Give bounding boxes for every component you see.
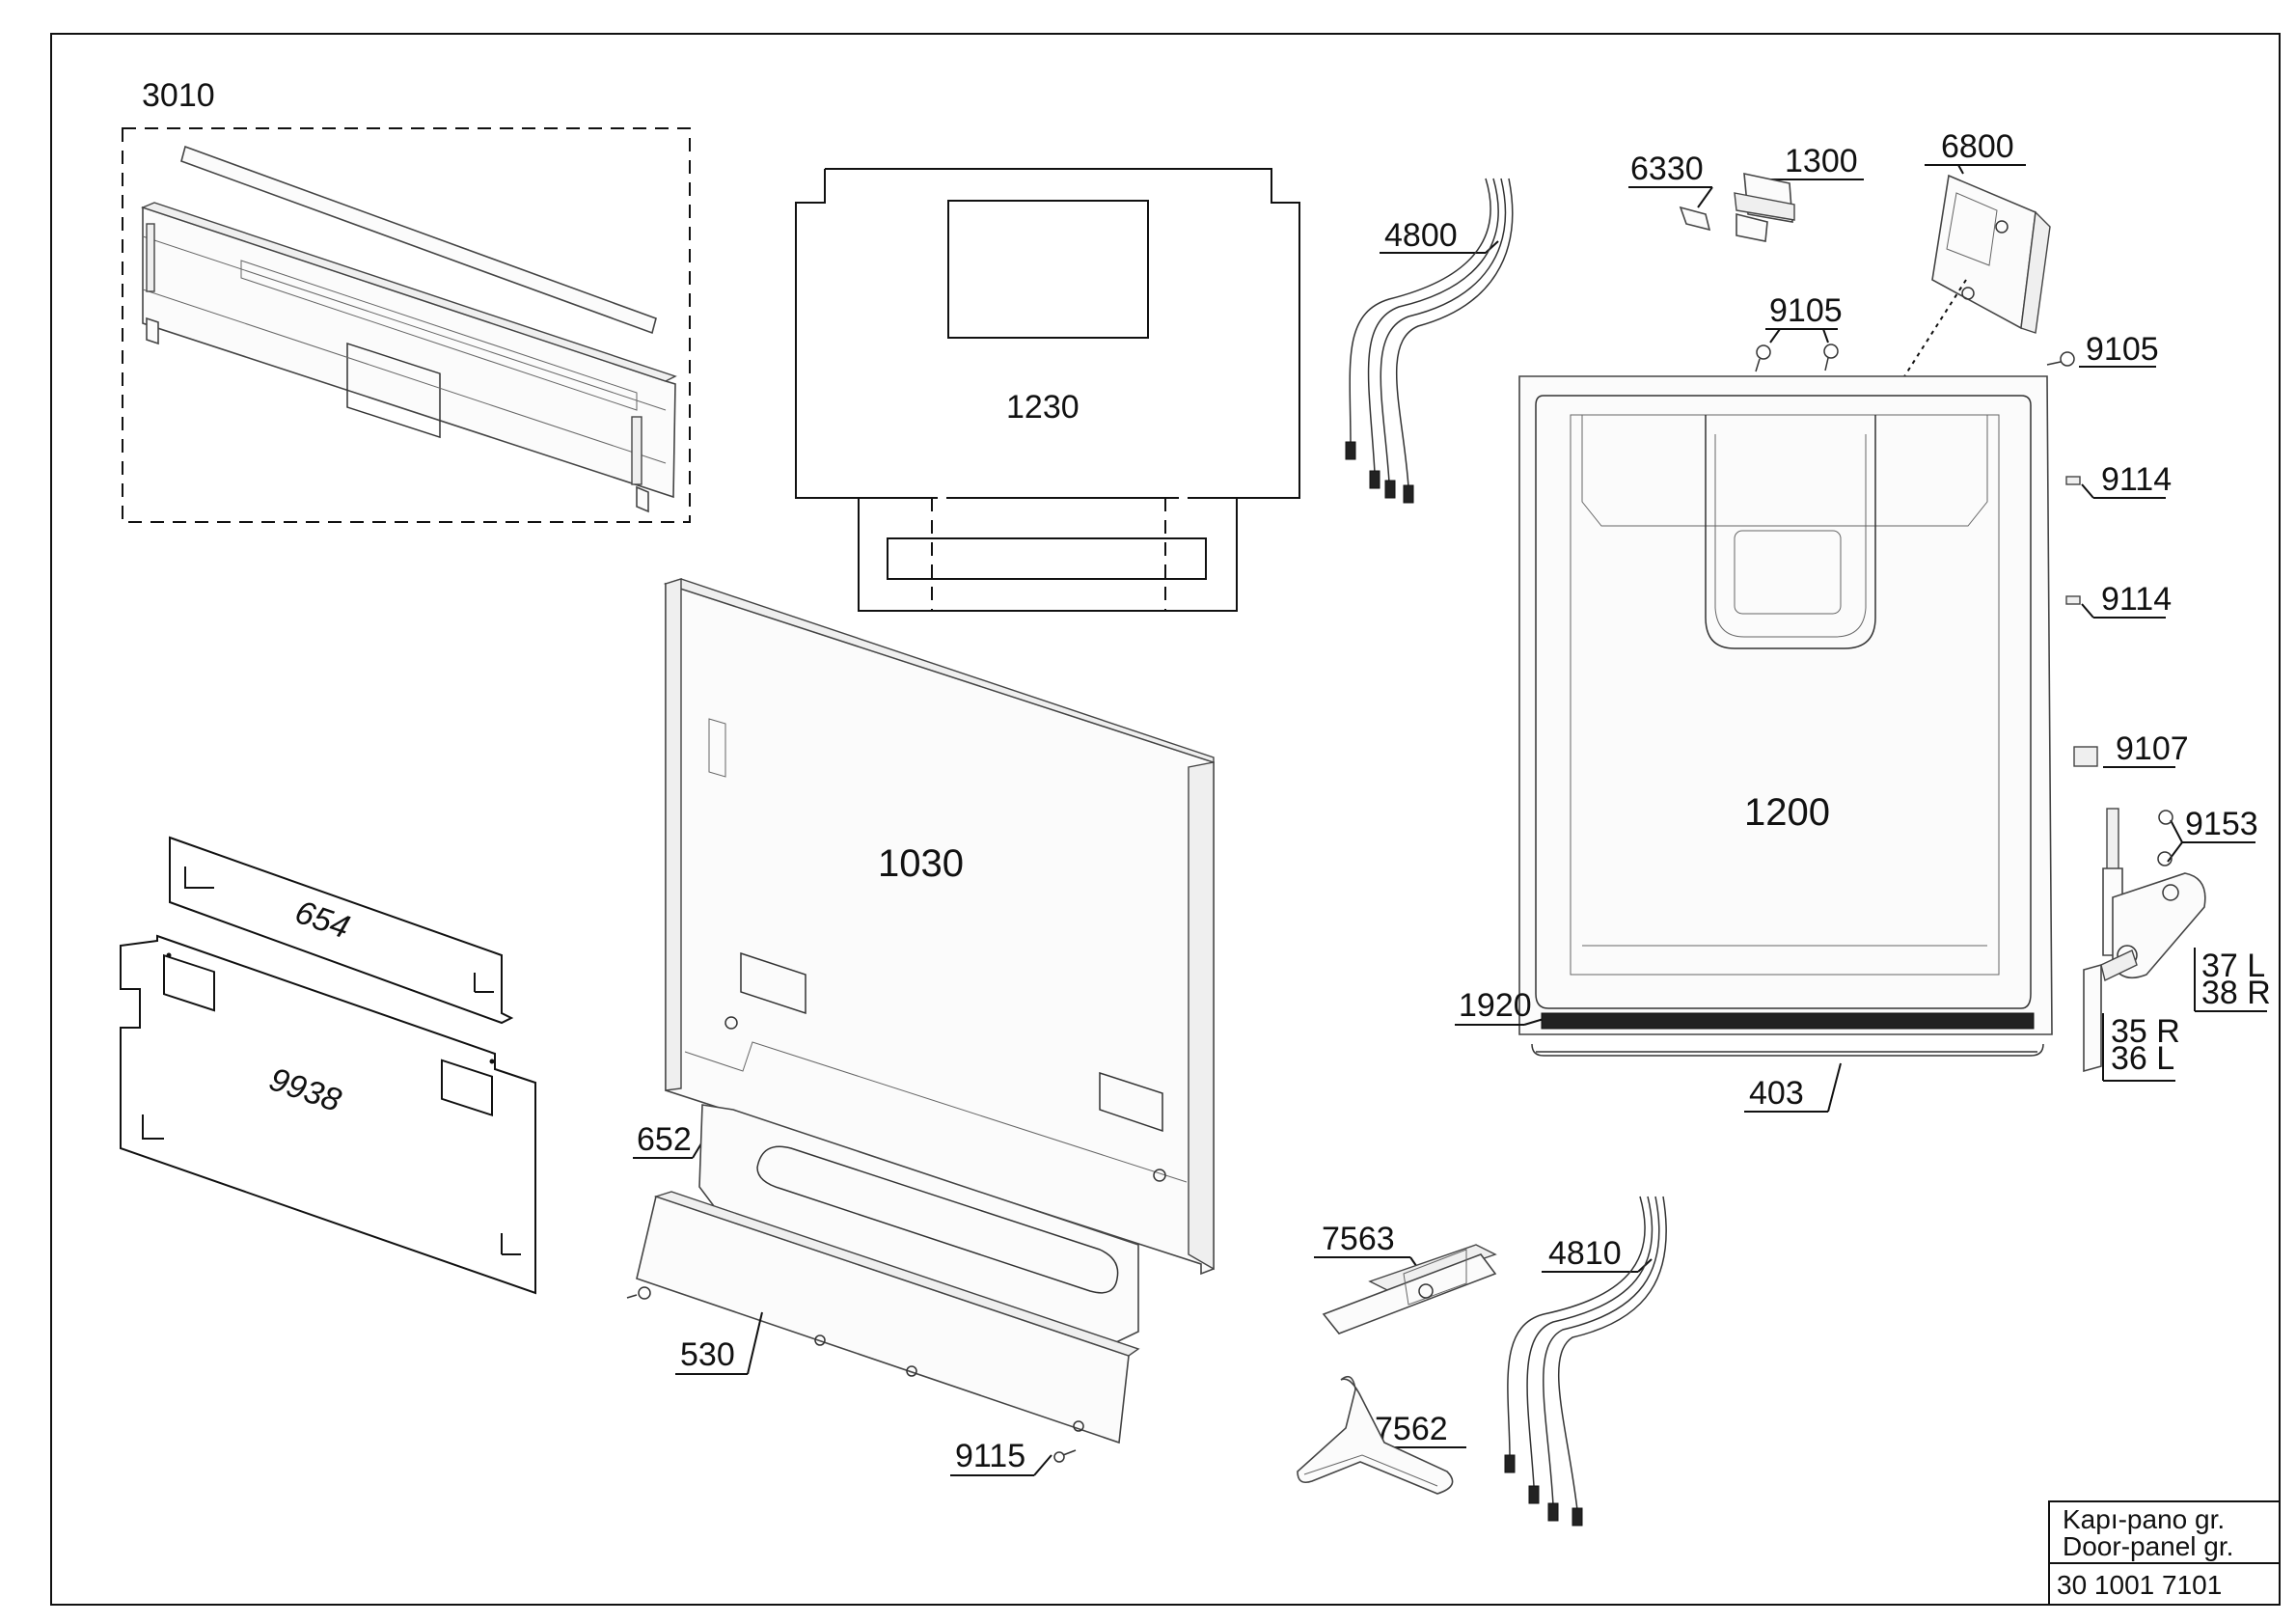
title-block-part-code: 30 1001 7101 — [2057, 1570, 2222, 1600]
label-3010: 3010 — [142, 77, 215, 114]
group-3010-boundary — [122, 127, 691, 523]
label-1300: 1300 — [1785, 143, 1858, 179]
part-1030-door-panel: 1030 — [663, 578, 1215, 1276]
part-9105-screws: 9105 9105 — [1755, 292, 2159, 372]
part-9107-pad: 9107 — [2073, 730, 2189, 768]
label-37L: 37 L — [2201, 948, 2265, 984]
part-6330-1300-latch: 6330 1300 — [1628, 143, 1864, 242]
label-7563: 7563 — [1322, 1221, 1395, 1257]
part-1230-panel-outline: 1230 — [795, 168, 1300, 612]
label-403: 403 — [1749, 1075, 1804, 1112]
label-1230: 1230 — [1006, 389, 1080, 426]
label-9115: 9115 — [955, 1438, 1025, 1474]
part-1200-inner-door: 1200 — [1518, 375, 2053, 1035]
part-1920-seal-and-403-rod: 1920 403 — [1455, 987, 2044, 1113]
part-7563-bracket: 7563 — [1314, 1221, 1497, 1334]
part-9115-screw: 9115 — [950, 1438, 1077, 1476]
label-6800: 6800 — [1941, 128, 2014, 165]
label-9114-lower: 9114 — [2101, 581, 2172, 618]
label-1920: 1920 — [1459, 987, 1532, 1024]
label-38R: 38 R — [2201, 975, 2271, 1011]
part-530-bottom-cover: 530 — [626, 1191, 1140, 1444]
title-block-line-2: Door-panel gr. — [2063, 1531, 2233, 1561]
label-7562: 7562 — [1375, 1411, 1448, 1447]
label-9105-top: 9105 — [1769, 292, 1843, 329]
part-654-insulation: 654 — [169, 836, 514, 1025]
label-530: 530 — [680, 1336, 735, 1373]
title-block: Kapı-pano gr. Door-panel gr. 30 1001 710… — [2048, 1500, 2281, 1606]
label-36L: 36 L — [2111, 1040, 2174, 1077]
label-9938: 9938 — [264, 1060, 345, 1119]
part-4800-wiring: 4800 — [1345, 178, 1514, 504]
label-9107: 9107 — [2116, 730, 2189, 767]
label-9114-upper: 9114 — [2101, 461, 2172, 498]
part-652-handle-trim: 652 — [633, 1104, 1139, 1344]
drawing-frame — [50, 33, 2281, 1606]
label-1200: 1200 — [1744, 791, 1830, 834]
label-654: 654 — [290, 894, 354, 946]
label-35R: 35 R — [2111, 1013, 2180, 1050]
part-4810-wiring: 4810 — [1504, 1196, 1667, 1527]
part-hinge-assembly: 9153 37 L 38 R 35 R 36 L — [2083, 806, 2271, 1082]
label-652: 652 — [637, 1121, 692, 1158]
part-7562-bracket: 7562 — [1297, 1375, 1466, 1495]
label-4800: 4800 — [1384, 217, 1458, 254]
label-6330: 6330 — [1630, 151, 1704, 187]
part-9938-insulation-sheet: 9938 — [120, 934, 536, 1295]
label-9105-right: 9105 — [2086, 331, 2159, 368]
part-3010-control-panel: 3010 — [122, 77, 691, 523]
part-9114-fasteners: 9114 9114 — [2065, 461, 2172, 619]
label-4810: 4810 — [1548, 1235, 1622, 1272]
title-block-line-1: Kapı-pano gr. — [2063, 1504, 2225, 1534]
label-9153: 9153 — [2185, 806, 2258, 842]
label-1030: 1030 — [878, 842, 964, 885]
